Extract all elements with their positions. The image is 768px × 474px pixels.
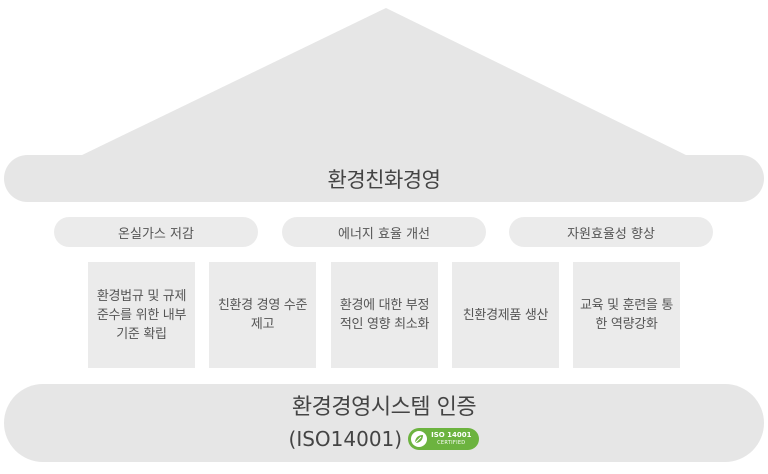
- pillar-energy: 에너지 효율 개선: [282, 217, 486, 247]
- pillar-greenhouse: 온실가스 저감: [54, 217, 258, 247]
- practice-box: 환경법규 및 규제 준수를 위한 내부 기준 확립: [88, 262, 195, 368]
- leaf-icon: [411, 431, 428, 447]
- main-title: 환경친화경영: [327, 167, 441, 192]
- pillar-resource: 자원효율성 향상: [509, 217, 713, 247]
- certification-band: 환경경영시스템 인증 (ISO14001) ISO 14001 CERTIFIE…: [4, 384, 764, 462]
- certification-row: (ISO14001) ISO 14001 CERTIFIED: [289, 425, 480, 453]
- badge-iso-label: ISO 14001: [431, 431, 472, 439]
- roof-shape: [0, 0, 768, 160]
- main-title-band: 환경친화경영: [4, 155, 764, 202]
- practice-text: 교육 및 훈련을 통한 역량강화: [579, 298, 674, 332]
- practice-box: 친환경제품 생산: [452, 262, 559, 368]
- pillar-label: 자원효율성 향상: [567, 226, 655, 242]
- practice-text: 친환경제품 생산: [462, 307, 549, 323]
- certification-title: 환경경영시스템 인증: [291, 395, 477, 420]
- practice-box: 환경에 대한 부정적인 영향 최소화: [331, 262, 438, 368]
- standard-label: (ISO14001): [288, 427, 403, 451]
- pillar-label: 온실가스 저감: [118, 226, 194, 242]
- practice-text: 환경에 대한 부정적인 영향 최소화: [339, 298, 430, 332]
- practice-box: 교육 및 훈련을 통한 역량강화: [573, 262, 680, 368]
- badge-certified-label: CERTIFIED: [437, 440, 466, 446]
- pillar-label: 에너지 효율 개선: [338, 226, 430, 242]
- iso-badge: ISO 14001 CERTIFIED: [408, 428, 480, 450]
- practice-box: 친환경 경영 수준 제고: [209, 262, 316, 368]
- practice-text: 친환경 경영 수준 제고: [217, 298, 308, 332]
- practice-text: 환경법규 및 규제 준수를 위한 내부 기준 확립: [96, 288, 187, 342]
- badge-text: ISO 14001 CERTIFIED: [431, 431, 471, 447]
